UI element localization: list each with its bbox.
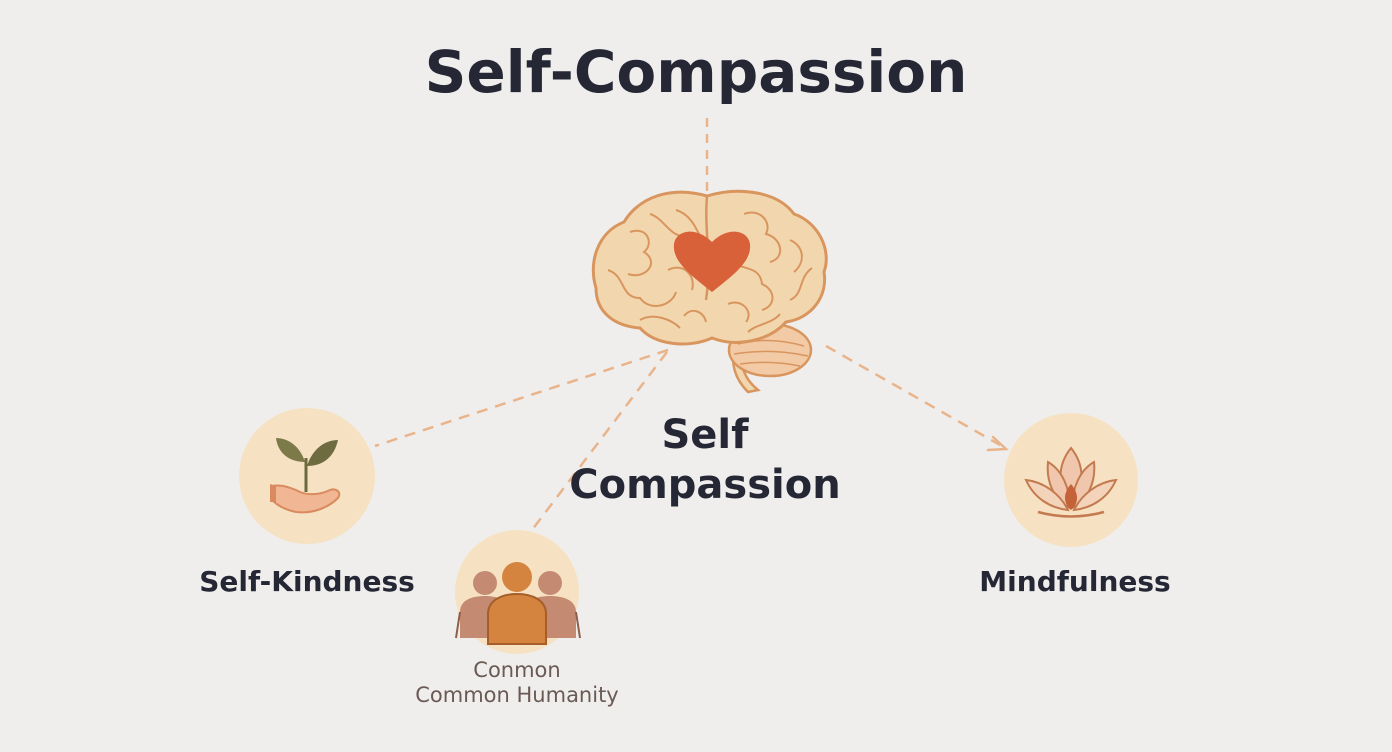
common-humanity-label: Conmon Common Humanity [377,658,657,708]
hand-sprout-icon [270,438,341,514]
mindfulness-label: Mindfulness [979,565,1171,598]
common-humanity-label-line2: Common Humanity [415,683,619,707]
common-humanity-label-line1: Conmon [473,658,561,682]
common-humanity-node [455,530,581,654]
lotus-icon [1024,446,1118,518]
diagram-title: Self-Compassion [424,38,968,106]
brain-heart-icon [591,189,828,394]
connector-brain-mindfulness [825,344,1010,452]
connector-brain-self-kindness [374,348,669,448]
center-label-line2: Compassion [569,462,841,508]
people-group-icon [455,562,581,645]
mindfulness-node [1004,413,1138,547]
self-kindness-label: Self-Kindness [199,565,415,598]
center-label-line1: Self [661,412,749,458]
center-label: Self Compassion [555,410,855,510]
self-kindness-node [239,408,375,544]
